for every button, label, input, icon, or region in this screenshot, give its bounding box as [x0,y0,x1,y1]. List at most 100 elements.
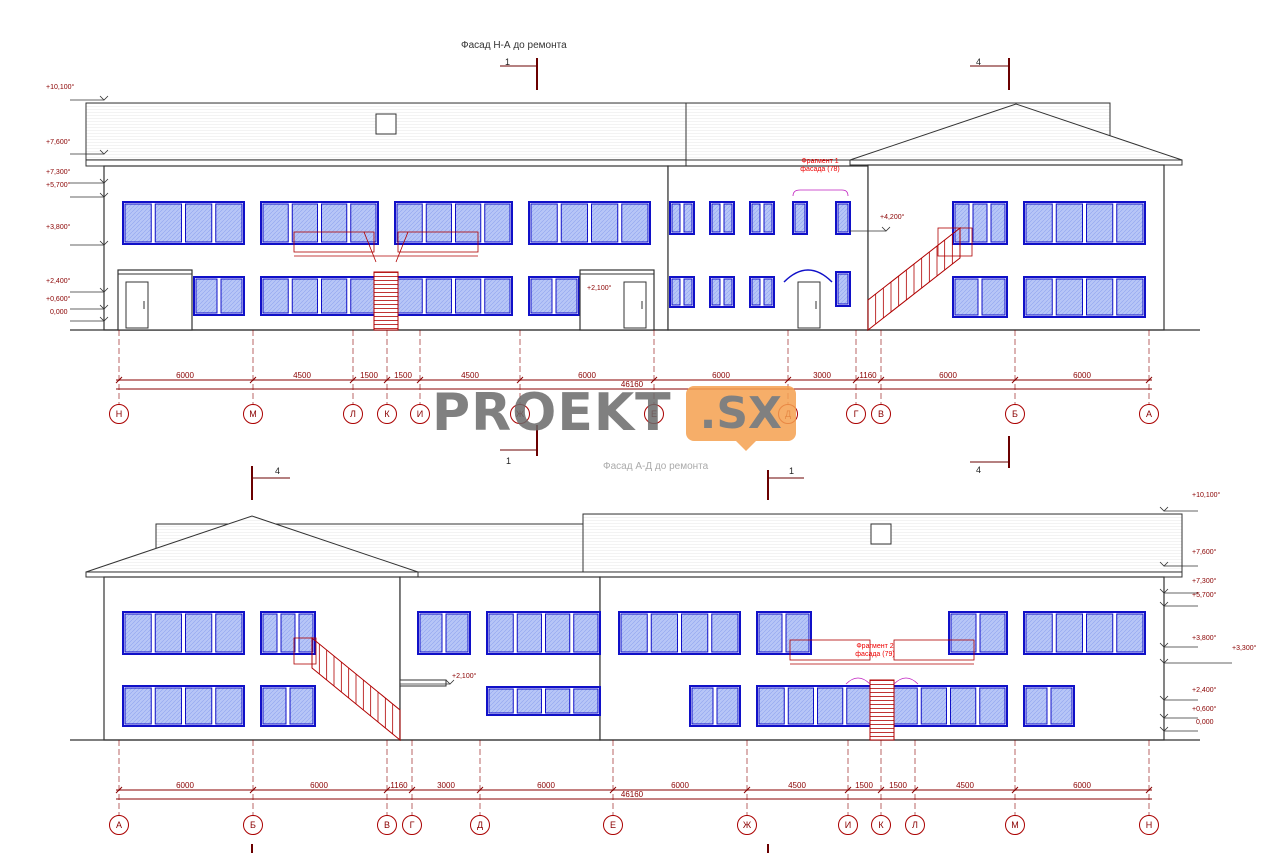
window-pane [488,613,514,653]
window-pane [280,613,296,653]
window-pane [650,613,678,653]
window [528,201,651,245]
window-pane [751,278,761,306]
stair-landing [293,231,479,263]
dimension-tick [115,786,123,794]
window [835,271,851,307]
window [618,611,741,655]
axis-marker: Н [1139,815,1159,835]
window [669,276,695,308]
dimension-value: 6000 [939,371,957,380]
window-pane [758,613,783,653]
window [749,201,775,235]
door-leaf [623,281,647,329]
dimension-tick [1145,786,1153,794]
window-pane [591,203,619,243]
window-pane [621,203,649,243]
level-arrow [99,95,109,101]
eave-fascia [85,159,687,167]
level-mark: +0,600° [1192,706,1217,713]
level-tick [1159,726,1198,732]
window-pane [262,687,287,725]
window [260,276,379,316]
level-mark: +7,300° [1192,578,1217,585]
axis-marker: Ж [737,815,757,835]
window-pane [751,203,761,233]
window-pane [681,613,709,653]
level-mark: +5,700° [1192,592,1217,599]
dimension-value: 3000 [437,781,455,790]
level-arrow [881,226,891,232]
window [792,201,808,235]
level-tick [1159,695,1198,701]
level-mark: 0,000 [50,309,68,316]
window [122,201,245,245]
window-pane [516,688,542,714]
window-pane [215,687,243,725]
level-mark: +5,700° [46,182,71,189]
window-pane [950,613,977,653]
window-pane [763,203,773,233]
dimension-tick [383,376,391,384]
level-mark: 0,000 [1196,719,1214,726]
axis-marker: Л [343,404,363,424]
level-arrow [99,304,109,310]
level-tick [70,149,109,155]
window [122,685,245,727]
window-pane [1055,278,1083,316]
window-pane [785,613,810,653]
section-cut [767,470,804,500]
window-pane [289,687,314,725]
axis-marker: А [1139,404,1159,424]
window-pane [545,613,571,653]
dimension-value: 3000 [813,371,831,380]
dimension-tick [844,786,852,794]
level-arrow [1159,726,1169,732]
central-stair [373,271,399,331]
window [756,685,875,727]
window-pane [185,687,213,725]
window-pane [291,278,318,314]
window-pane [972,203,988,243]
stair-landing-left [293,637,317,665]
window-pane [298,613,314,653]
window-pane [837,273,849,305]
level-tick [1159,588,1198,594]
window-pane [573,613,599,653]
window [709,201,735,235]
axis-marker: М [243,404,263,424]
window [1023,276,1146,318]
section-mark-1-lower: 1 [789,466,795,476]
dimension-tick [383,786,391,794]
window-pane [321,203,348,243]
window-pane [671,203,681,233]
window-pane [683,278,693,306]
window-pane [154,687,182,725]
dimension-value: 4500 [461,371,479,380]
window-pane [445,613,469,653]
level-mark: +0,600° [46,296,71,303]
window-pane [723,203,733,233]
window-pane [950,687,977,725]
section-mark-4-lower: 4 [275,466,281,476]
window [1023,201,1146,245]
window-pane [484,278,511,314]
dimension-tick [911,786,919,794]
level-tick [70,192,109,198]
level-arrow [99,192,109,198]
level-mark: +3,300° [1232,645,1257,652]
level-mark: +7,600° [46,139,71,146]
window-pane [954,203,970,243]
dimension-value: 1500 [889,781,907,790]
window-pane [262,278,289,314]
section-cut [500,425,538,456]
window-pane [758,687,785,725]
window-pane [124,203,152,243]
level-arrow [445,679,455,685]
axis-marker: В [871,404,891,424]
window [260,685,316,727]
window-pane [837,203,849,233]
window [952,276,1008,318]
